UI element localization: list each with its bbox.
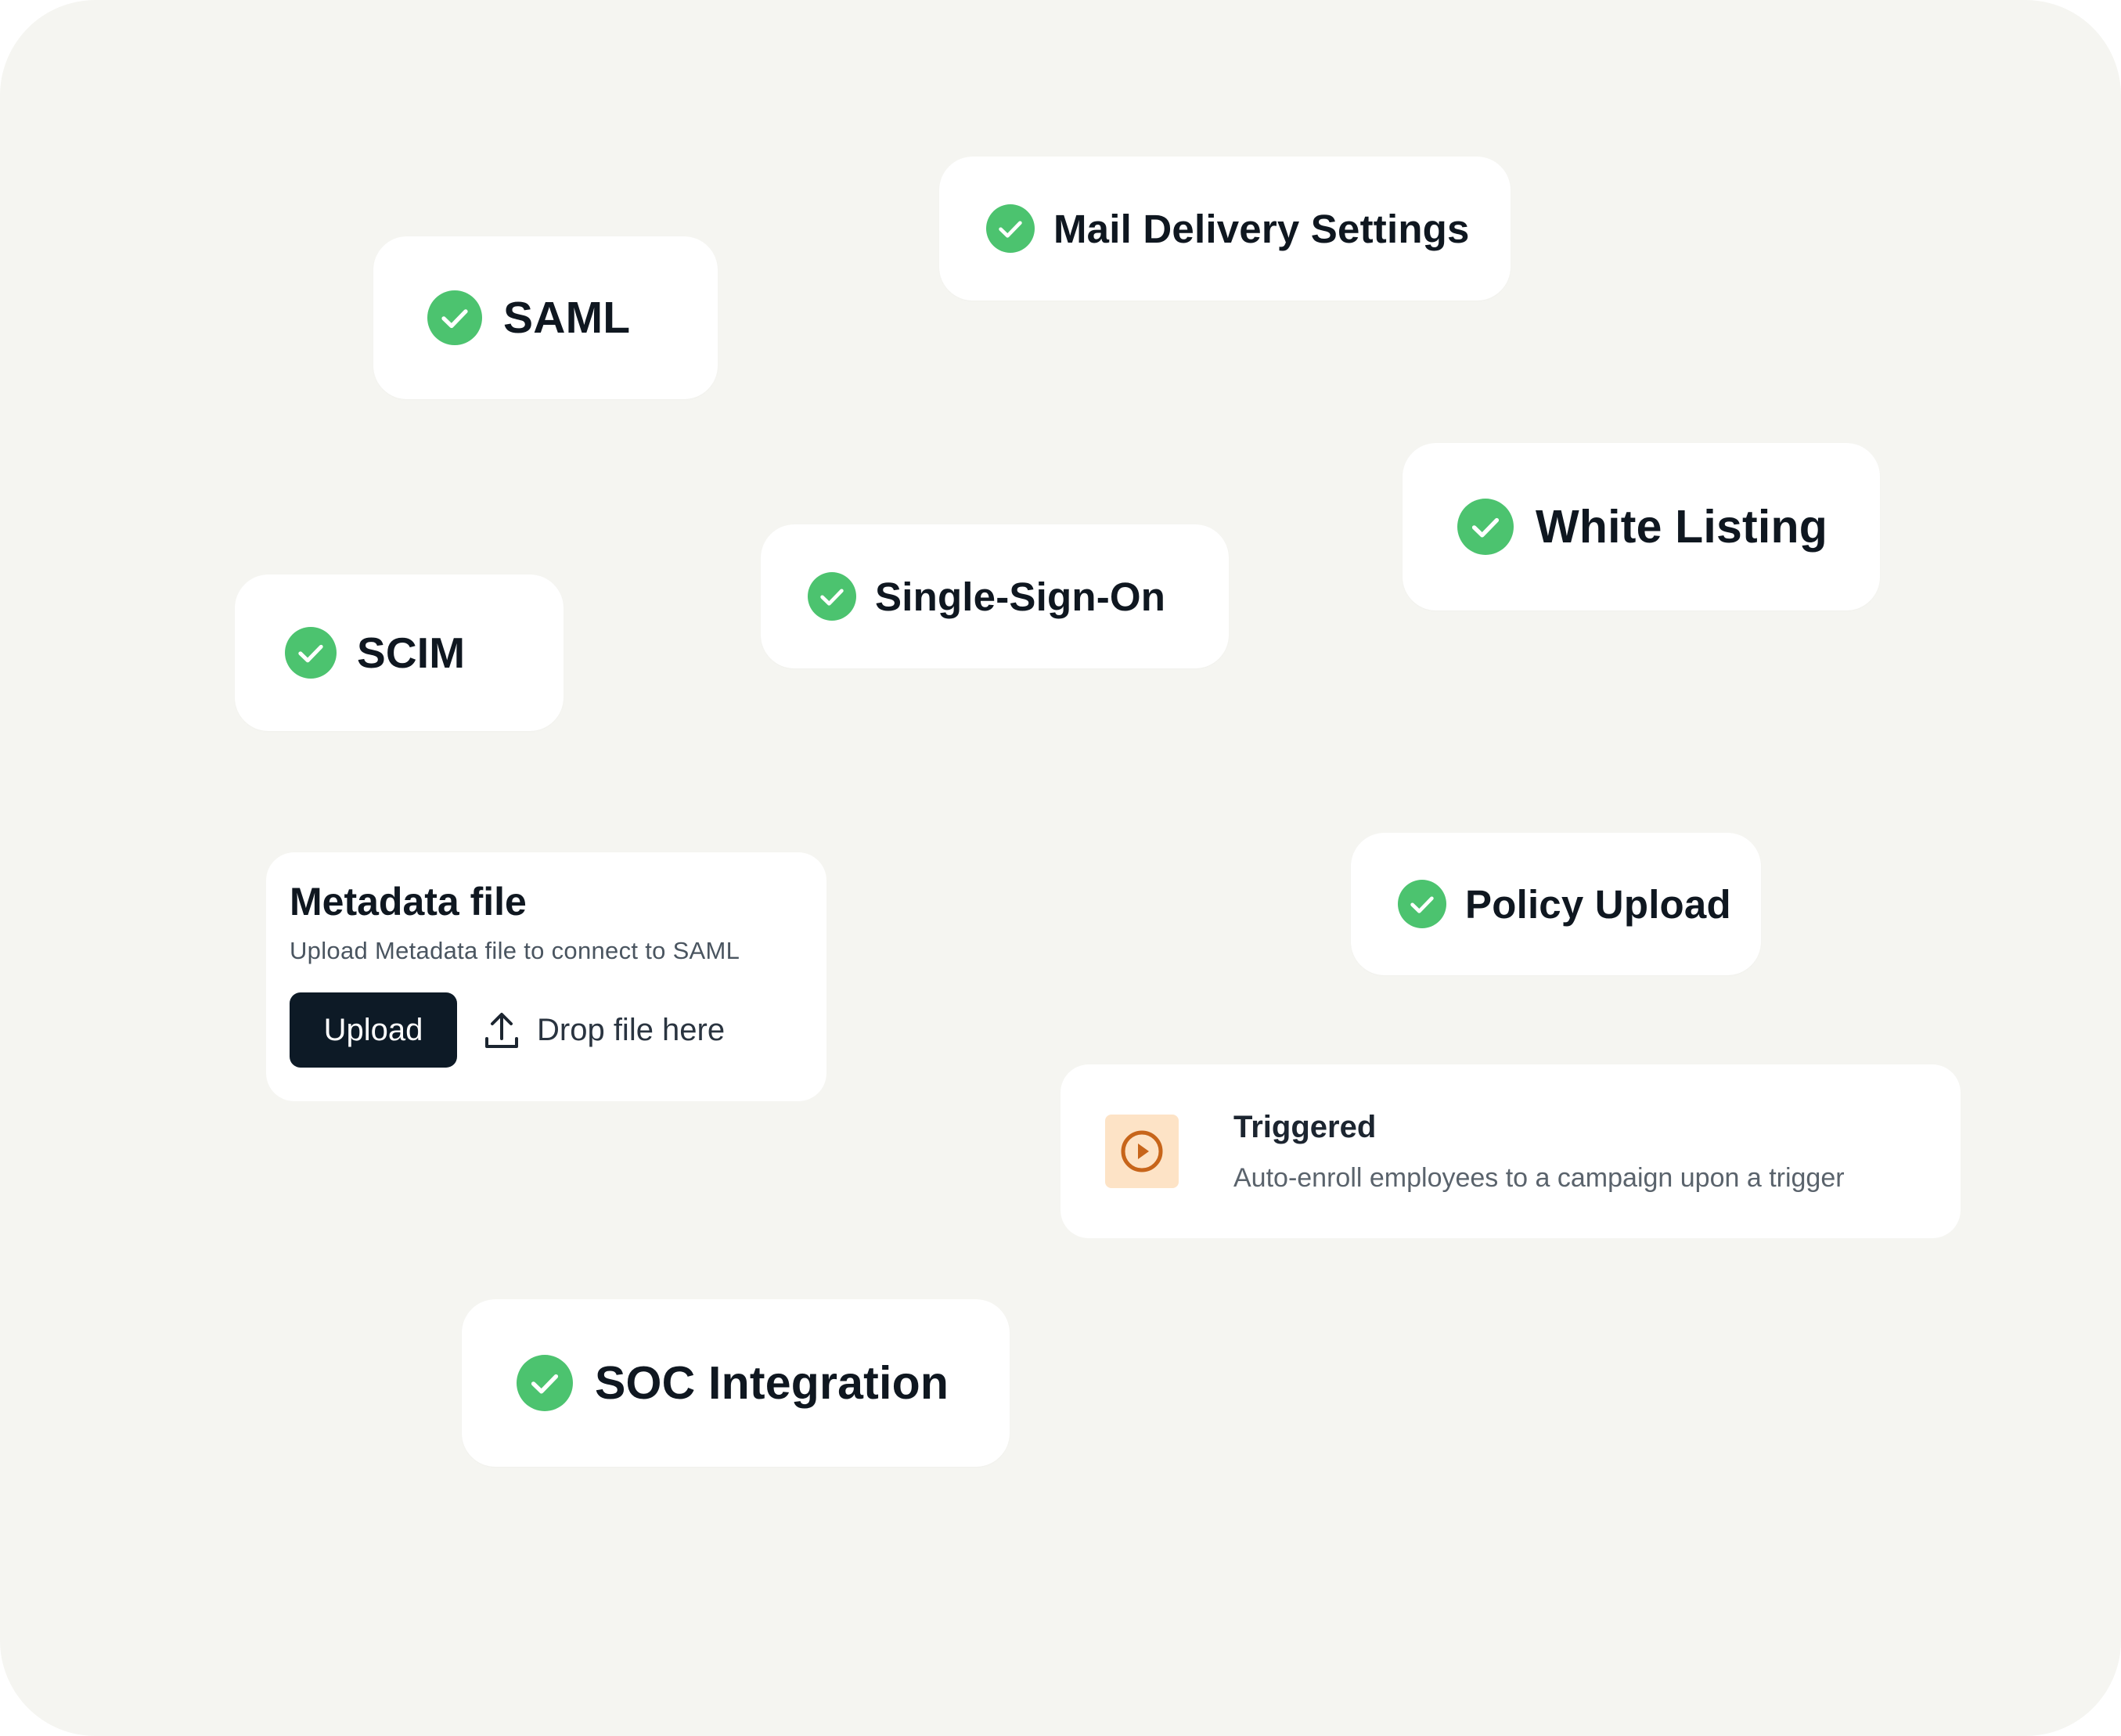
metadata-upload-row: Upload Drop file here [290,992,803,1068]
feature-label: Policy Upload [1465,881,1731,927]
feature-label: SOC Integration [595,1357,949,1409]
feature-label: Mail Delivery Settings [1053,206,1470,251]
triggered-title: Triggered [1233,1110,1377,1144]
check-circle-icon [1398,880,1446,928]
feature-pill-saml: SAML [373,236,718,399]
feature-pill-mail-delivery: Mail Delivery Settings [939,157,1511,301]
file-drop-zone[interactable]: Drop file here [484,1010,725,1050]
check-circle-icon [986,204,1035,253]
metadata-card-subtitle: Upload Metadata file to connect to SAML [290,937,740,964]
check-circle-icon [517,1355,573,1411]
check-circle-icon [1457,499,1514,555]
upload-button[interactable]: Upload [290,992,457,1068]
check-circle-icon [427,290,482,345]
metadata-card-title: Metadata file [290,880,527,924]
triggered-text: Triggered Auto-enroll employees to a cam… [1233,1111,1845,1191]
feature-pill-policy-upload: Policy Upload [1351,833,1761,975]
feature-pill-soc-integration: SOC Integration [462,1299,1010,1467]
feature-pill-white-listing: White Listing [1403,443,1880,610]
upload-icon [484,1010,520,1050]
feature-label: SAML [503,293,631,343]
drop-file-label: Drop file here [537,1012,726,1047]
triggered-description: Auto-enroll employees to a campaign upon… [1233,1163,1845,1193]
check-circle-icon [808,572,856,621]
feature-label: Single-Sign-On [875,574,1166,619]
feature-pill-scim: SCIM [235,574,564,731]
triggered-option-card[interactable]: Triggered Auto-enroll employees to a cam… [1060,1064,1961,1238]
feature-pill-single-sign-on: Single-Sign-On [761,524,1229,668]
feature-label: White Listing [1536,501,1828,553]
metadata-file-card: Metadata file Upload Metadata file to co… [266,852,826,1101]
play-circle-icon [1105,1115,1179,1188]
feature-label: SCIM [357,628,466,677]
check-circle-icon [285,627,337,679]
